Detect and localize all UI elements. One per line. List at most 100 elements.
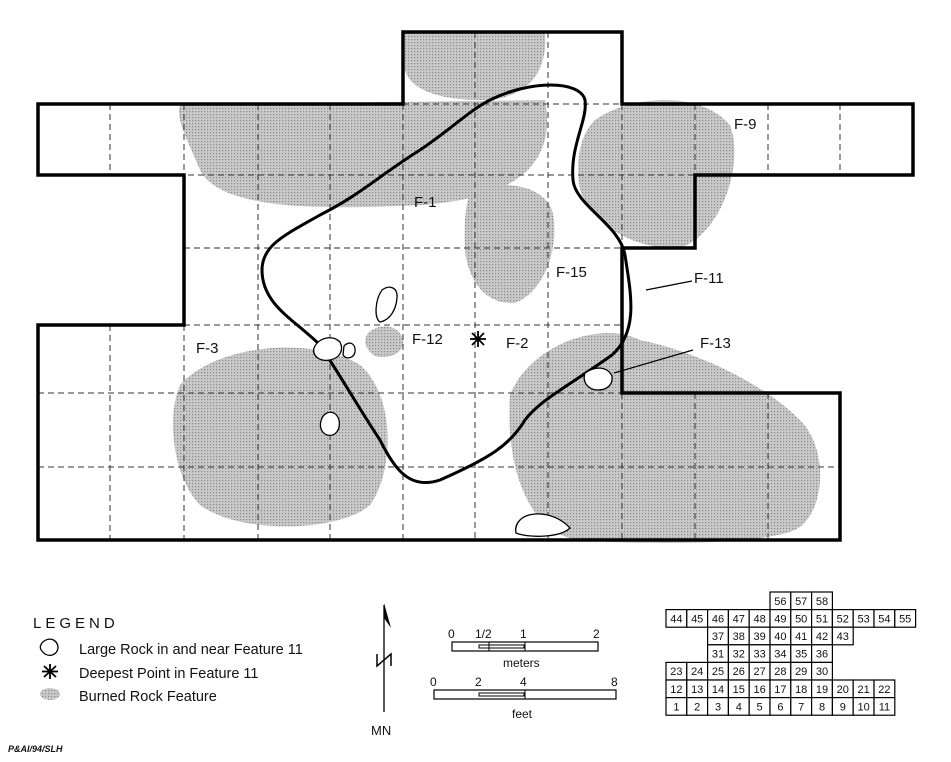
- unit-number: 55: [899, 613, 911, 625]
- burned-rock-features: [172, 32, 821, 543]
- credit-line: P&AI/94/SLH: [8, 744, 63, 754]
- unit-number: 25: [712, 666, 724, 678]
- unit-number: 58: [816, 596, 828, 608]
- deepest-point-icon: [42, 664, 58, 679]
- f11-leader: [645, 280, 693, 291]
- feature-label-f13: F-13: [700, 335, 731, 352]
- unit-number: 14: [712, 684, 724, 696]
- f13-leader: [613, 349, 694, 374]
- unit-number: 41: [795, 631, 807, 643]
- scale-meters-unit: meters: [503, 656, 540, 670]
- north-arrow-icon: MN: [371, 603, 392, 738]
- burned-rock-f12: [365, 326, 404, 358]
- legend-large-rock: Large Rock in and near Feature 11: [79, 642, 303, 658]
- feature-label-f11: F-11: [694, 270, 724, 287]
- scale-meters-tick-2: 1: [520, 627, 527, 641]
- unit-number: 15: [733, 684, 745, 696]
- rock-icon: [342, 342, 356, 359]
- scale-feet-tick-3: 8: [611, 675, 618, 689]
- unit-number: 6: [777, 701, 783, 713]
- scale-meters-tick-1: 1/2: [475, 627, 492, 641]
- scale-feet-tick-0: 0: [430, 675, 437, 689]
- unit-number: 5: [757, 701, 763, 713]
- rock-icon: [313, 337, 343, 362]
- scale-meters-tick-0: 0: [448, 627, 455, 641]
- feature-label-f3: F-3: [196, 340, 219, 357]
- unit-number: 53: [857, 613, 869, 625]
- excavation-outline: [36, 30, 915, 542]
- burned-rock-f1: [179, 100, 548, 208]
- scale-feet-tick-2: 4: [520, 675, 527, 689]
- unit-number: 1: [673, 701, 679, 713]
- burned-rock-icon: [40, 688, 60, 700]
- unit-number: 26: [733, 666, 745, 678]
- legend-title: LEGEND: [33, 615, 119, 632]
- unit-number: 50: [795, 613, 807, 625]
- unit-number: 45: [691, 613, 703, 625]
- unit-number: 54: [878, 613, 890, 625]
- magnetic-north-label: MN: [371, 723, 391, 738]
- scale-feet: 0 2 4 8 feet: [430, 675, 618, 721]
- unit-number: 49: [774, 613, 786, 625]
- unit-number: 51: [816, 613, 828, 625]
- unit-number: 19: [816, 684, 828, 696]
- feature-label-f12: F-12: [412, 331, 443, 348]
- unit-number: 4: [736, 701, 742, 713]
- unit-number: 32: [733, 649, 745, 661]
- rock-icon: [583, 367, 613, 391]
- feature-label-f9: F-9: [734, 116, 757, 133]
- feature-label-f2: F-2: [506, 335, 529, 352]
- unit-number: 52: [837, 613, 849, 625]
- unit-number: 16: [753, 684, 765, 696]
- unit-number: 48: [753, 613, 765, 625]
- unit-number: 7: [798, 701, 804, 713]
- unit-number: 9: [840, 701, 846, 713]
- burned-rock-f3: [172, 347, 388, 527]
- unit-number: 21: [857, 684, 869, 696]
- rock-icon: [319, 411, 341, 436]
- unit-cell: [873, 696, 896, 716]
- unit-cell: [894, 608, 917, 628]
- unit-number: 3: [715, 701, 721, 713]
- unit-number: 29: [795, 666, 807, 678]
- feature-label-f15: F-15: [556, 264, 587, 281]
- unit-number: 43: [837, 631, 849, 643]
- unit-number: 33: [753, 649, 765, 661]
- unit-number: 35: [795, 649, 807, 661]
- unit-number: 34: [774, 649, 786, 661]
- burned-rock-f2-f13: [509, 333, 821, 543]
- unit-number: 30: [816, 666, 828, 678]
- unit-number: 31: [712, 649, 724, 661]
- unit-number: 56: [774, 596, 786, 608]
- unit-number: 42: [816, 631, 828, 643]
- scale-meters: 0 1/2 1 2 meters: [448, 627, 600, 670]
- unit-number: 38: [733, 631, 745, 643]
- rock-icon: [514, 513, 571, 537]
- unit-number: 27: [753, 666, 765, 678]
- unit-number: 12: [670, 684, 682, 696]
- unit-number: 37: [712, 631, 724, 643]
- unit-number: 22: [878, 684, 890, 696]
- unit-number: 47: [733, 613, 745, 625]
- unit-number: 36: [816, 649, 828, 661]
- unit-number: 8: [819, 701, 825, 713]
- unit-number: 44: [670, 613, 682, 625]
- unit-number: 18: [795, 684, 807, 696]
- feature-11-boundary: [260, 83, 633, 485]
- scale-feet-tick-1: 2: [475, 675, 482, 689]
- rock-icon: [375, 286, 398, 323]
- large-rocks: [313, 286, 613, 537]
- legend-deepest-point: Deepest Point in Feature 11: [79, 666, 258, 682]
- unit-number: 28: [774, 666, 786, 678]
- burned-rock-f15: [464, 185, 555, 304]
- deepest-point-marker: [470, 331, 486, 347]
- unit-number: 24: [691, 666, 703, 678]
- unit-number: 40: [774, 631, 786, 643]
- unit-number: 20: [837, 684, 849, 696]
- legend: LEGEND Large Rock in and near Feature 11…: [33, 615, 303, 705]
- unit-number: 39: [753, 631, 765, 643]
- unit-number: 17: [774, 684, 786, 696]
- legend-burned-rock: Burned Rock Feature: [79, 689, 217, 705]
